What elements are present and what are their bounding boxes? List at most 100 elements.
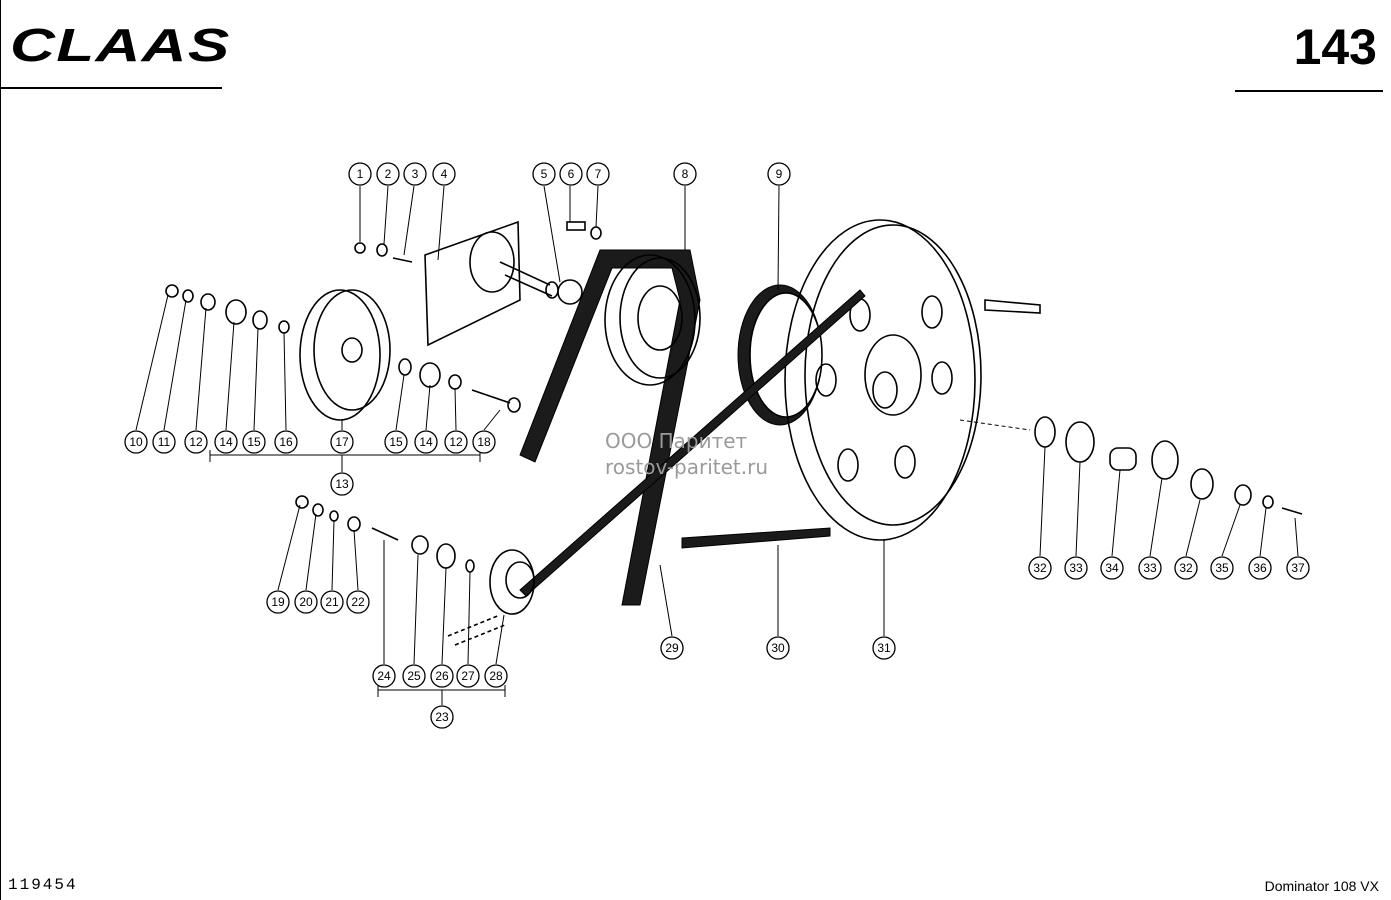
- svg-text:37: 37: [1291, 561, 1305, 575]
- part-callout-11: 11: [152, 430, 176, 454]
- page-number: 143: [1293, 19, 1377, 75]
- svg-text:5: 5: [541, 167, 548, 181]
- svg-text:33: 33: [1069, 561, 1083, 575]
- part-callout-21: 21: [320, 590, 344, 614]
- svg-text:31: 31: [877, 641, 891, 655]
- part-callout-5: 5: [532, 162, 556, 186]
- svg-text:14: 14: [419, 435, 433, 449]
- svg-text:9: 9: [776, 167, 783, 181]
- part-callout-37: 37: [1286, 556, 1310, 580]
- pulley-8: [604, 254, 701, 386]
- page-number-underline: [1235, 90, 1383, 92]
- large-pulley-31: [737, 219, 1041, 541]
- part-callout-33: 33: [1064, 556, 1088, 580]
- svg-text:24: 24: [377, 669, 391, 683]
- svg-text:29: 29: [665, 641, 679, 655]
- svg-text:35: 35: [1215, 561, 1229, 575]
- flat-belt-30: [519, 289, 866, 597]
- assembly-callout-13: 13: [330, 472, 354, 496]
- part-callout-27: 27: [456, 664, 480, 688]
- svg-text:12: 12: [449, 435, 463, 449]
- svg-text:4: 4: [441, 167, 448, 181]
- mounting-plate: [424, 220, 583, 347]
- svg-text:21: 21: [325, 595, 339, 609]
- sheet-border: [0, 0, 1, 900]
- part-callout-32-second: 32: [1174, 556, 1198, 580]
- svg-text:15: 15: [389, 435, 403, 449]
- svg-text:34: 34: [1105, 561, 1119, 575]
- part-callout-15-second: 15: [384, 430, 408, 454]
- svg-text:32: 32: [1033, 561, 1047, 575]
- svg-text:32: 32: [1179, 561, 1193, 575]
- part-callout-10: 10: [124, 430, 148, 454]
- tension-pulley-28: [295, 495, 535, 646]
- part-callout-36: 36: [1248, 556, 1272, 580]
- part-callout-33-second: 33: [1138, 556, 1162, 580]
- part-callout-29: 29: [660, 636, 684, 660]
- svg-text:17: 17: [335, 435, 349, 449]
- part-callout-20: 20: [294, 590, 318, 614]
- model-name: Dominator 108 VX: [1264, 878, 1379, 894]
- svg-text:15: 15: [247, 435, 261, 449]
- part-callout-32: 32: [1028, 556, 1052, 580]
- watermark-website: rostov-paritet.ru: [605, 455, 769, 479]
- part-callout-9: 9: [767, 162, 791, 186]
- part-callout-31: 31: [872, 636, 896, 660]
- svg-text:12: 12: [189, 435, 203, 449]
- part-callout-14-second: 14: [414, 430, 438, 454]
- part-callout-17: 17: [330, 430, 354, 454]
- svg-text:11: 11: [158, 435, 171, 449]
- svg-text:6: 6: [568, 167, 575, 181]
- svg-text:33: 33: [1143, 561, 1157, 575]
- svg-text:18: 18: [477, 435, 491, 449]
- brand-logo: CLAAS: [10, 19, 231, 71]
- part-callout-8: 8: [673, 162, 697, 186]
- part-callout-26: 26: [430, 664, 454, 688]
- watermark: ООО Паритет rostov-paritet.ru: [605, 428, 768, 480]
- part-callout-12-second: 12: [444, 430, 468, 454]
- watermark-company: ООО Паритет: [605, 429, 748, 453]
- part-callout-6: 6: [559, 162, 583, 186]
- svg-text:27: 27: [461, 669, 475, 683]
- svg-text:25: 25: [407, 669, 421, 683]
- svg-text:3: 3: [412, 167, 419, 181]
- svg-text:26: 26: [435, 669, 449, 683]
- svg-text:36: 36: [1253, 561, 1267, 575]
- svg-text:8: 8: [682, 167, 689, 181]
- part-callout-19: 19: [266, 590, 290, 614]
- v-belt-29: [519, 249, 701, 606]
- part-callout-3: 3: [403, 162, 427, 186]
- leader-lines: [135, 185, 1299, 705]
- part-callout-34: 34: [1100, 556, 1124, 580]
- idler-pulley-17: [165, 284, 521, 421]
- part-callout-14: 14: [214, 430, 238, 454]
- svg-text:19: 19: [271, 595, 285, 609]
- svg-text:28: 28: [489, 669, 503, 683]
- part-callout-24: 24: [372, 664, 396, 688]
- svg-text:2: 2: [385, 167, 392, 181]
- document-id: 119454: [8, 876, 78, 894]
- small-hardware-top: [354, 221, 602, 263]
- part-callout-12: 12: [184, 430, 208, 454]
- svg-text:13: 13: [335, 477, 349, 491]
- part-callout-16: 16: [274, 430, 298, 454]
- part-callout-2: 2: [376, 162, 400, 186]
- part-callout-25: 25: [402, 664, 426, 688]
- part-callout-4: 4: [432, 162, 456, 186]
- part-callout-7: 7: [586, 162, 610, 186]
- svg-text:22: 22: [351, 595, 365, 609]
- svg-text:7: 7: [595, 167, 602, 181]
- svg-text:20: 20: [299, 595, 313, 609]
- part-callout-22: 22: [346, 590, 370, 614]
- part-callout-28: 28: [484, 664, 508, 688]
- svg-text:14: 14: [219, 435, 233, 449]
- svg-text:30: 30: [771, 641, 785, 655]
- part-callout-30: 30: [766, 636, 790, 660]
- svg-text:10: 10: [129, 435, 143, 449]
- part-callout-35: 35: [1210, 556, 1234, 580]
- logo-underline: [0, 87, 222, 89]
- svg-text:1: 1: [357, 167, 364, 181]
- svg-text:16: 16: [279, 435, 293, 449]
